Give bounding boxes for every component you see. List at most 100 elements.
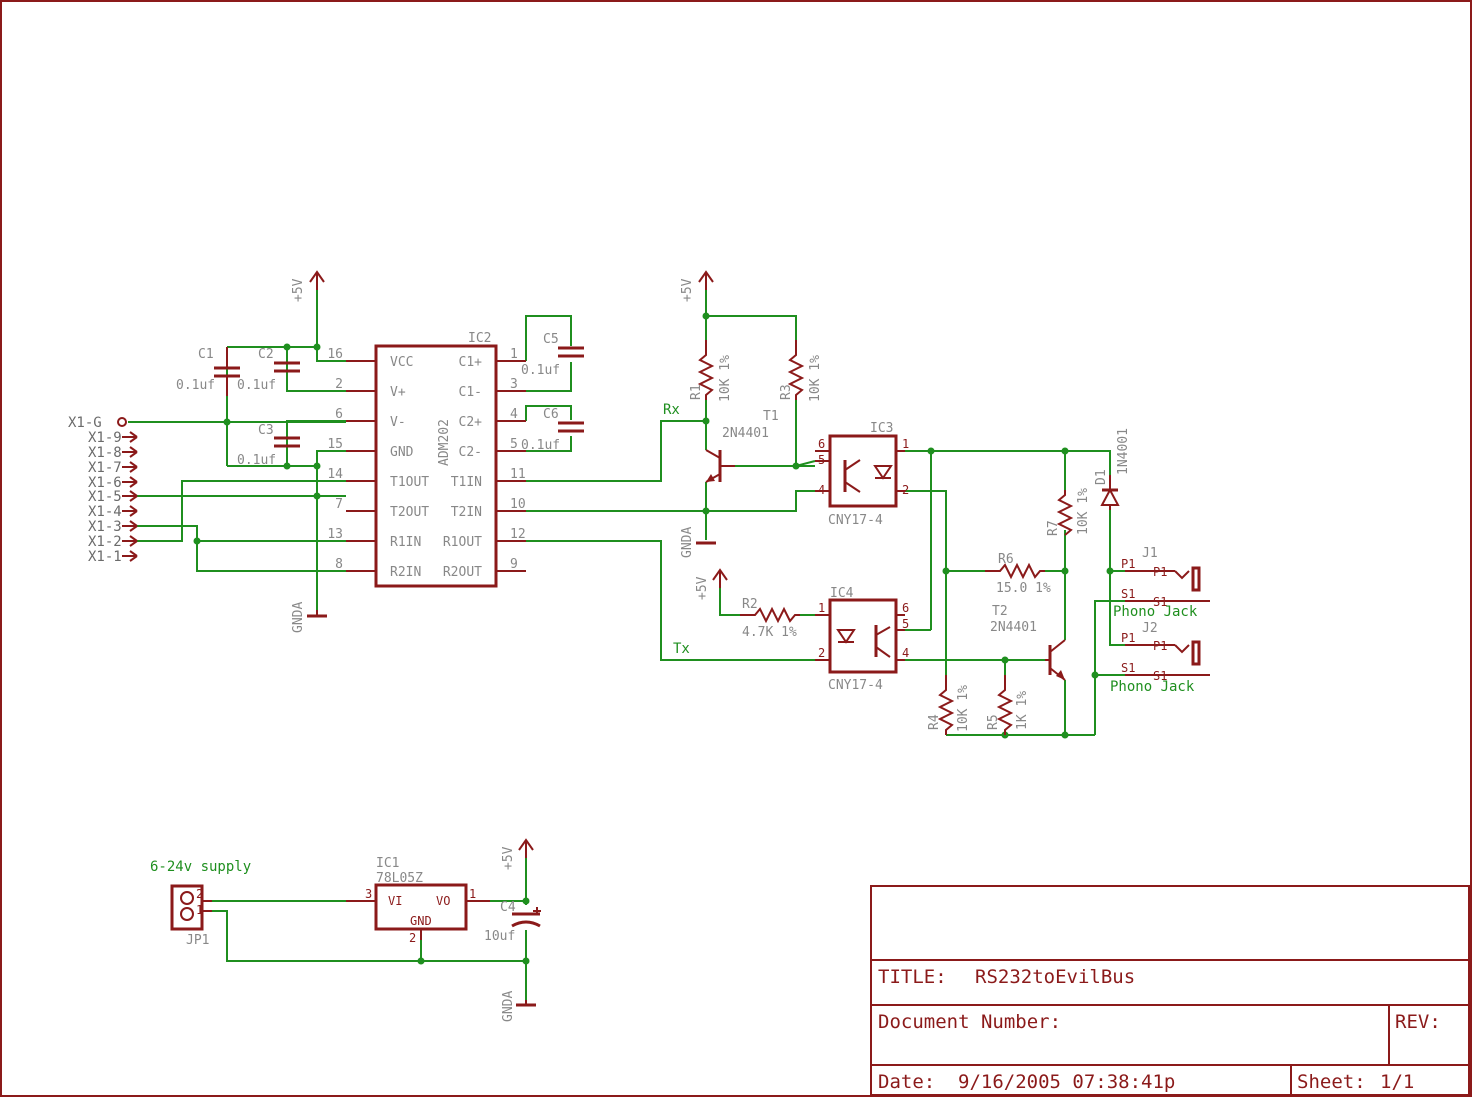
j2-s1: S1 bbox=[1121, 661, 1135, 675]
c5-name: C5 bbox=[543, 332, 559, 347]
ic3-pin-number: 4 bbox=[818, 483, 825, 497]
sheet-value: 1/1 bbox=[1380, 1071, 1414, 1093]
d1-part: 1N4001 bbox=[1116, 428, 1131, 475]
gnd-label: GNDA bbox=[291, 602, 306, 633]
ground-t1: GNDA bbox=[680, 527, 716, 558]
ic2-pin-number: 1 bbox=[510, 347, 518, 362]
j1-name: J1 bbox=[1142, 546, 1158, 561]
d1-name: D1 bbox=[1094, 469, 1109, 485]
t2-name: T2 bbox=[992, 604, 1008, 619]
ic4-name: IC4 bbox=[830, 586, 854, 601]
supply-5v-reg: +5V bbox=[501, 838, 534, 870]
net-label-rx: Rx bbox=[663, 402, 680, 418]
capacitor-c6: C6 0.1uf bbox=[521, 407, 584, 453]
capacitor-c1: C1 0.1uf bbox=[176, 347, 240, 396]
ic2-pin-label: R2OUT bbox=[443, 565, 482, 580]
j1-p1: P1 bbox=[1121, 557, 1135, 571]
ic2-pin-number: 15 bbox=[327, 437, 343, 452]
diode-d1: D1 1N4001 bbox=[1094, 428, 1131, 510]
ic2-pin-number: 8 bbox=[335, 557, 343, 572]
ic2-pin-label: T2OUT bbox=[390, 505, 429, 520]
ic2-pin-label: V+ bbox=[390, 385, 406, 400]
ic2-pin-label: V- bbox=[390, 415, 406, 430]
ic2-pin-number: 11 bbox=[510, 467, 526, 482]
vcc-label: +5V bbox=[291, 278, 306, 302]
x1-pin-label: X1-7 bbox=[88, 460, 122, 476]
ic2-pin-label: R1IN bbox=[390, 535, 421, 550]
j2-label: Phono Jack bbox=[1110, 679, 1195, 695]
capacitor-c4: C4 10uf bbox=[484, 900, 541, 944]
c3-value: 0.1uf bbox=[237, 453, 276, 468]
x1-pin-label: X1-3 bbox=[88, 519, 122, 535]
r2-value: 4.7K 1% bbox=[742, 625, 797, 640]
r1-name: R1 bbox=[689, 384, 704, 400]
t1-name: T1 bbox=[763, 409, 779, 424]
r4-value: 10K 1% bbox=[956, 685, 971, 732]
t2-part: 2N4401 bbox=[990, 620, 1037, 635]
ic2-pin-number: 7 bbox=[335, 497, 343, 512]
resistor-r4: R4 10K 1% bbox=[927, 675, 971, 735]
resistor-r6: R6 15.0 1% bbox=[985, 552, 1051, 596]
ic2-pin-number: 12 bbox=[510, 527, 526, 542]
sheet-label: Sheet: bbox=[1297, 1071, 1366, 1093]
ic2-pin-label: VCC bbox=[390, 355, 413, 370]
ic2-pin-label: R2IN bbox=[390, 565, 421, 580]
vcc-label: +5V bbox=[695, 576, 710, 600]
ic2-pin-label: T1IN bbox=[451, 475, 482, 490]
j1-p1-inner: P1 bbox=[1153, 565, 1167, 579]
j2-p1-inner: P1 bbox=[1153, 639, 1167, 653]
c4-value: 10uf bbox=[484, 929, 515, 944]
r6-value: 15.0 1% bbox=[996, 581, 1051, 596]
resistor-r3: R3 10K 1% bbox=[779, 340, 823, 402]
connector-x1: X1-G X1-9 X1-8 X1-7 X1-6 X1-5 X1-4 X1-3 … bbox=[68, 415, 138, 565]
ic2-pin-number: 13 bbox=[327, 527, 343, 542]
r6-name: R6 bbox=[998, 552, 1014, 567]
x1-pin-label: X1-8 bbox=[88, 445, 122, 461]
phono-jack-j2: P1 P1 S1 S1 J2 Phono Jack bbox=[1110, 621, 1210, 695]
ic1-part: 78L05Z bbox=[376, 871, 423, 886]
ic2-pin-label: T2IN bbox=[451, 505, 482, 520]
capacitor-c5: C5 0.1uf bbox=[521, 332, 584, 378]
ic2-pin-label: C1+ bbox=[459, 355, 483, 370]
ground-reg: GNDA bbox=[501, 991, 536, 1022]
ic1-pin-number: 2 bbox=[409, 931, 416, 945]
j1-s1: S1 bbox=[1121, 587, 1135, 601]
ic4-pin-number: 1 bbox=[818, 601, 825, 615]
jp1-pin-number: 1 bbox=[196, 903, 203, 917]
optocoupler-ic4: IC4 CNY17-4 1 2 6 5 4 bbox=[815, 586, 909, 693]
supply-5v-r1: +5V bbox=[680, 270, 714, 302]
ic1-vi-label: VI bbox=[388, 894, 402, 908]
ic3-name: IC3 bbox=[870, 421, 893, 436]
transistor-t1: T1 2N4401 bbox=[705, 409, 779, 483]
x1-pin-label: X1-5 bbox=[88, 489, 122, 505]
ic3-pin-number: 5 bbox=[818, 453, 825, 467]
supply-5v-r2: +5V bbox=[695, 568, 728, 600]
ic1-gnd-label: GND bbox=[410, 914, 432, 928]
ic2-adm202: IC2 ADM202 16 VCC 2 V+ 6 V- 15 GND 14 T1… bbox=[327, 331, 526, 588]
c1-value: 0.1uf bbox=[176, 378, 215, 393]
ic4-pin-number: 4 bbox=[902, 646, 909, 660]
resistor-r5: R5 1K 1% bbox=[986, 675, 1030, 735]
ic3-pin-number: 1 bbox=[902, 437, 909, 451]
c4-name: C4 bbox=[500, 900, 516, 915]
regulator-ic1: IC1 78L05Z VI VO GND 3 1 2 bbox=[346, 856, 490, 945]
rev-label: REV: bbox=[1395, 1011, 1441, 1033]
ic2-pin-label: C1- bbox=[459, 385, 482, 400]
j2-name: J2 bbox=[1142, 621, 1158, 636]
ic2-pin-number: 5 bbox=[510, 437, 518, 452]
phono-jack-j1: P1 P1 S1 S1 J1 Phono Jack bbox=[1113, 546, 1210, 620]
ic4-pin-number: 6 bbox=[902, 601, 909, 615]
x1-pin-label: X1-9 bbox=[88, 430, 122, 446]
jp1-pin-number: 2 bbox=[196, 887, 203, 901]
ic2-pin-number: 10 bbox=[510, 497, 526, 512]
c2-value: 0.1uf bbox=[237, 378, 276, 393]
r4-name: R4 bbox=[927, 714, 942, 730]
x1-pin-label: X1-1 bbox=[88, 549, 122, 565]
ground-ic2: GNDA bbox=[291, 602, 327, 633]
title-value: RS232toEvilBus bbox=[975, 966, 1135, 988]
ic4-part: CNY17-4 bbox=[828, 678, 883, 693]
capacitor-c3: C3 0.1uf bbox=[237, 423, 300, 468]
vcc-label: +5V bbox=[501, 846, 516, 870]
r5-name: R5 bbox=[986, 714, 1001, 730]
